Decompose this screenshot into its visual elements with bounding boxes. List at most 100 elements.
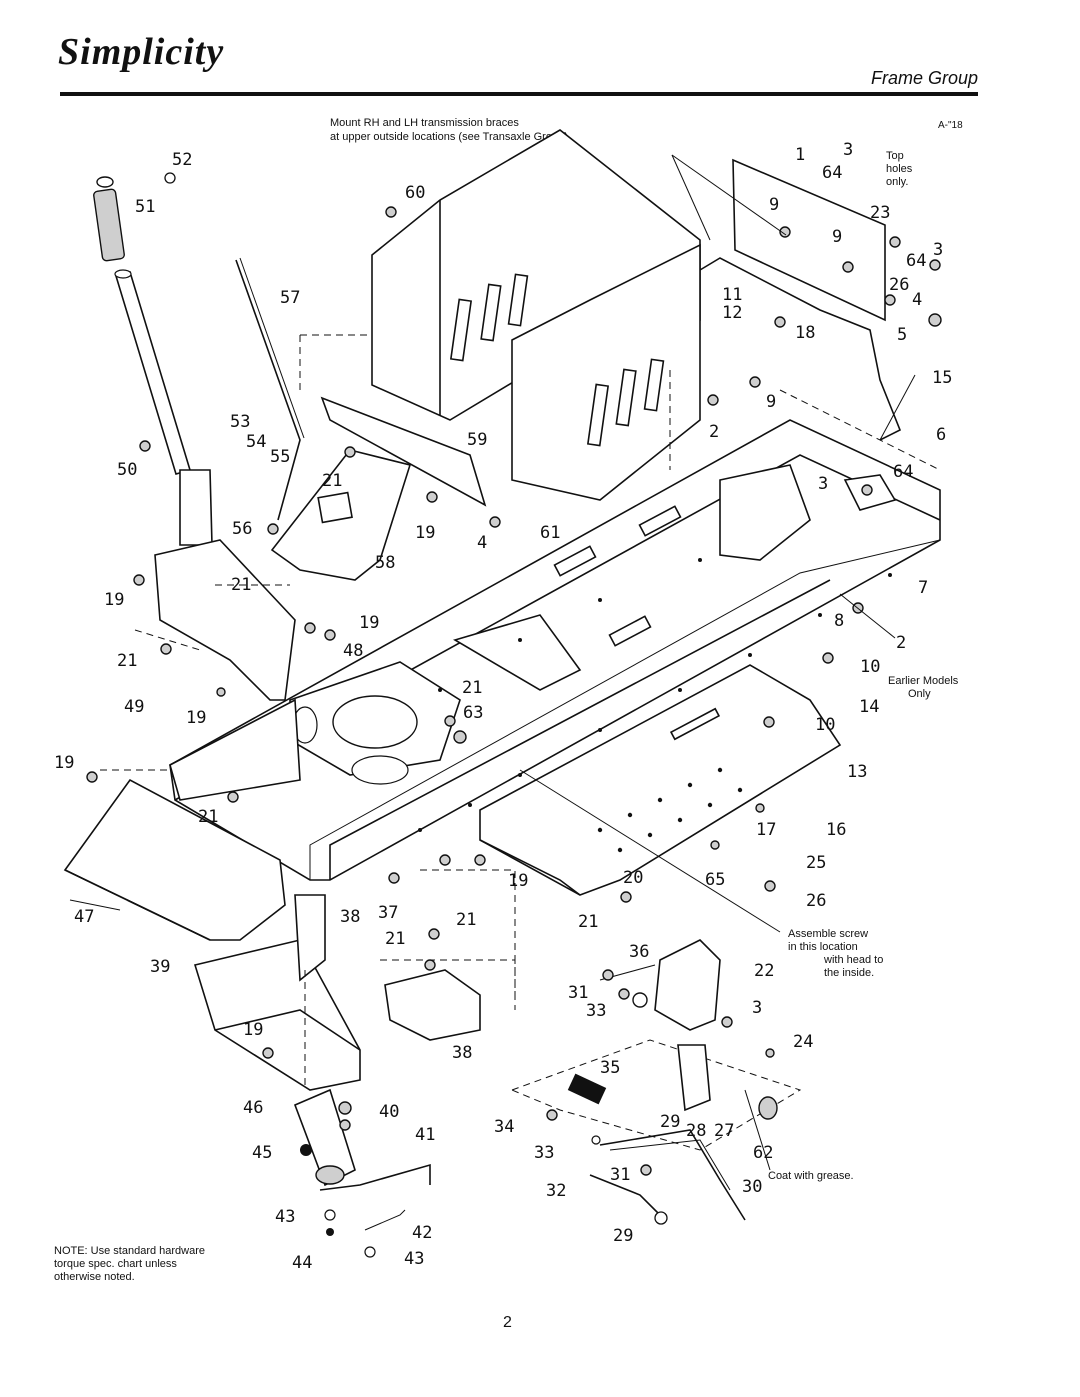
part-label-32: 32 xyxy=(546,1181,566,1201)
part-label-19b: 19 xyxy=(104,590,124,610)
note-line: Mount RH and LH transmission braces xyxy=(330,117,519,129)
part-label-19g: 19 xyxy=(508,871,528,891)
part-label-64: 64 xyxy=(822,163,842,183)
torque-note: NOTE: Use standard hardware torque spec.… xyxy=(54,1245,205,1284)
part-label-3b: 3 xyxy=(933,240,943,260)
callout-line: with head to xyxy=(824,954,884,966)
part-label-65: 65 xyxy=(705,870,725,890)
part-label-21b: 21 xyxy=(231,575,251,595)
part-label-28: 28 xyxy=(686,1121,706,1141)
part-label-26: 26 xyxy=(889,275,909,295)
part-label-3: 3 xyxy=(843,140,853,160)
part-label-21g: 21 xyxy=(385,929,405,949)
part-label-33: 33 xyxy=(586,1001,606,1021)
note-line: otherwise noted. xyxy=(54,1271,135,1283)
part-label-34: 34 xyxy=(494,1117,514,1137)
part-label-43: 43 xyxy=(275,1207,295,1227)
part-label-64c: 64 xyxy=(893,462,913,482)
transmission-brace-note: Mount RH and LH transmission braces at u… xyxy=(330,116,571,144)
part-number-labels: 52 51 60 57 53 54 55 50 21 59 19 4 61 56… xyxy=(54,140,952,1273)
part-label-33b: 33 xyxy=(534,1143,554,1163)
callout-line: in this location xyxy=(788,941,858,953)
part-label-60: 60 xyxy=(405,183,425,203)
part-label-6: 6 xyxy=(936,425,946,445)
part-label-21h: 21 xyxy=(578,912,598,932)
part-label-59: 59 xyxy=(467,430,487,450)
part-label-29: 29 xyxy=(660,1112,680,1132)
part-label-38: 38 xyxy=(340,907,360,927)
part-label-19f: 19 xyxy=(243,1020,263,1040)
part-label-4: 4 xyxy=(477,533,487,553)
part-label-9: 9 xyxy=(769,195,779,215)
part-label-52: 52 xyxy=(172,150,192,170)
part-label-45: 45 xyxy=(252,1143,272,1163)
part-label-19: 19 xyxy=(415,523,435,543)
note-line: NOTE: Use standard hardware xyxy=(54,1245,206,1257)
part-label-22: 22 xyxy=(754,961,774,981)
lower-linkage xyxy=(511,1039,802,1221)
part-label-17: 17 xyxy=(756,820,776,840)
part-label-56: 56 xyxy=(232,519,252,539)
part-label-37: 37 xyxy=(378,903,398,923)
part-label-30: 30 xyxy=(742,1177,762,1197)
part-label-3c: 3 xyxy=(818,474,828,494)
part-label-19d: 19 xyxy=(186,708,206,728)
assemble-screw-callout: Assemble screw in this location with hea… xyxy=(788,928,883,980)
note-line: at upper outside locations (see Transaxl… xyxy=(330,131,571,143)
header-divider xyxy=(60,92,978,96)
rear-housing xyxy=(299,129,701,501)
callout-line: Top xyxy=(886,150,904,162)
part-label-19e: 19 xyxy=(54,753,74,773)
part-label-31: 31 xyxy=(568,983,588,1003)
part-label-40: 40 xyxy=(379,1102,399,1122)
part-label-20: 20 xyxy=(623,868,643,888)
part-label-19c: 19 xyxy=(359,613,379,633)
part-label-3d: 3 xyxy=(752,998,762,1018)
part-label-23: 23 xyxy=(870,203,890,223)
part-label-21d: 21 xyxy=(462,678,482,698)
part-label-18: 18 xyxy=(795,323,815,343)
part-label-29b: 29 xyxy=(613,1226,633,1246)
part-label-64b: 64 xyxy=(906,251,926,271)
front-weight xyxy=(193,894,361,1091)
part-label-24: 24 xyxy=(793,1032,813,1052)
part-label-4b: 4 xyxy=(912,290,922,310)
callout-line: Only xyxy=(908,688,931,700)
footrest-plate xyxy=(479,664,842,896)
leader-lines xyxy=(69,154,896,1171)
steering-column xyxy=(93,176,305,521)
part-label-41: 41 xyxy=(415,1125,435,1145)
top-holes-callout: Top holes only. xyxy=(886,150,912,189)
part-label-39: 39 xyxy=(150,957,170,977)
part-label-13: 13 xyxy=(847,762,867,782)
diagram-id: A-"18 xyxy=(938,120,963,131)
part-label-15: 15 xyxy=(932,368,952,388)
part-label-21c: 21 xyxy=(117,651,137,671)
part-label-51: 51 xyxy=(135,197,155,217)
part-label-12: 12 xyxy=(722,303,742,323)
part-label-26b: 26 xyxy=(806,891,826,911)
part-label-49: 49 xyxy=(124,697,144,717)
part-label-47: 47 xyxy=(74,907,94,927)
part-label-11: 11 xyxy=(722,285,742,305)
part-label-35: 35 xyxy=(600,1058,620,1078)
part-label-2b: 2 xyxy=(896,633,906,653)
side-bracket xyxy=(380,869,516,1041)
callout-line: the inside. xyxy=(824,967,875,979)
part-label-27: 27 xyxy=(714,1121,734,1141)
part-label-46: 46 xyxy=(243,1098,263,1118)
grease-callout: Coat with grease. xyxy=(768,1170,854,1182)
part-label-58: 58 xyxy=(375,553,395,573)
part-label-53: 53 xyxy=(230,412,250,432)
callout-line: Assemble screw xyxy=(788,928,869,940)
part-label-14: 14 xyxy=(859,697,879,717)
front-shelf xyxy=(63,698,301,941)
upper-bracket xyxy=(699,158,941,471)
callout-line: holes xyxy=(886,163,913,175)
part-label-25: 25 xyxy=(806,853,826,873)
part-label-63: 63 xyxy=(463,703,483,723)
steering-support-bracket xyxy=(134,469,296,701)
callout-line: only. xyxy=(886,176,909,188)
brand-logo: Simplicity xyxy=(58,31,225,73)
